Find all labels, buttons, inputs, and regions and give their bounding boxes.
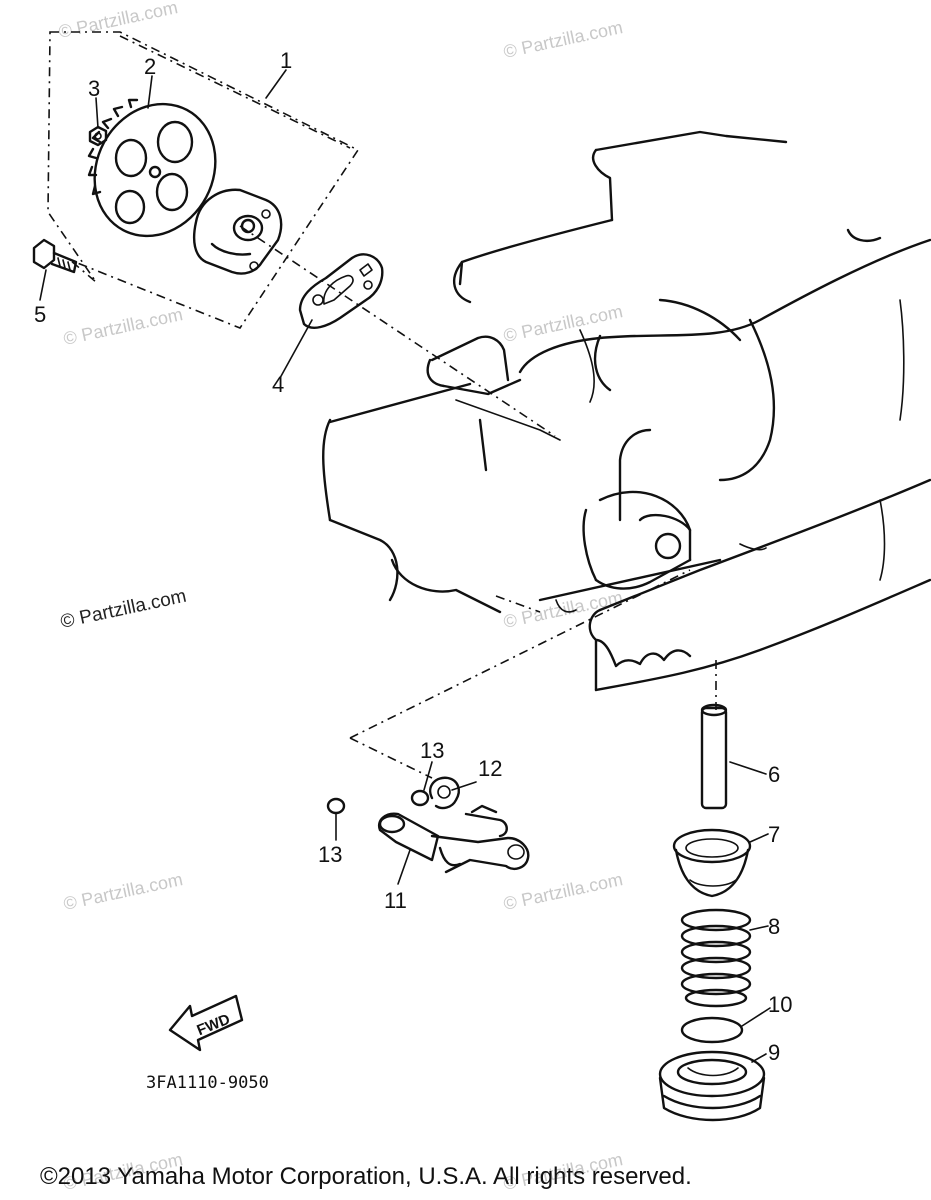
gasket (298, 253, 384, 329)
callout-13-upper: 13 (420, 738, 444, 763)
callouts: 1 2 3 4 5 6 7 8 9 10 11 12 13 13 (34, 48, 792, 1065)
nut (88, 125, 108, 147)
oil-delivery-pipe (377, 804, 530, 874)
clip (429, 776, 460, 810)
pipe (700, 703, 728, 810)
callout-13-lower: 13 (318, 842, 342, 867)
callout-10: 10 (768, 992, 792, 1017)
assembly-lines (119, 35, 717, 779)
callout-11: 11 (384, 888, 407, 913)
callout-2: 2 (144, 54, 156, 79)
drain-plug (658, 1050, 766, 1122)
oil-pump-gear (87, 98, 217, 238)
crankcase (322, 130, 931, 692)
callout-5: 5 (34, 302, 46, 327)
copyright-notice: ©2013 Yamaha Motor Corporation, U.S.A. A… (40, 1163, 692, 1190)
callout-6: 6 (768, 762, 780, 787)
callout-8: 8 (768, 914, 780, 939)
watermark-text: © Partzilla.com (62, 304, 185, 349)
o-ring-small (410, 789, 430, 807)
watermark-text: © Partzilla.com (502, 869, 625, 914)
callout-3: 3 (88, 76, 100, 101)
bolt (32, 238, 78, 274)
watermark-text: © Partzilla.com (502, 301, 625, 346)
callout-1: 1 (280, 48, 292, 73)
o-ring-small (326, 797, 346, 815)
leader-lines (39, 69, 771, 1063)
forward-direction-arrow: FWD (168, 994, 244, 1052)
watermark-text: © Partzilla.com (502, 17, 625, 62)
callout-7: 7 (768, 822, 780, 847)
watermark-text: © Partzilla.com (62, 869, 185, 914)
watermarks: © Partzilla.com © Partzilla.com © Partzi… (57, 0, 625, 1194)
callout-12: 12 (478, 756, 502, 781)
strainer-housing (672, 828, 752, 898)
spring (680, 908, 752, 1008)
callout-4: 4 (272, 372, 284, 397)
watermark-text: © Partzilla.com (57, 0, 180, 42)
fwd-label: FWD (195, 1011, 233, 1040)
callout-9: 9 (768, 1040, 780, 1065)
watermark-text-dark: © Partzilla.com (59, 586, 189, 633)
oil-pump-body (192, 188, 283, 275)
diagram-code: 3FA1110-9050 (146, 1073, 269, 1093)
o-ring (680, 1016, 744, 1044)
